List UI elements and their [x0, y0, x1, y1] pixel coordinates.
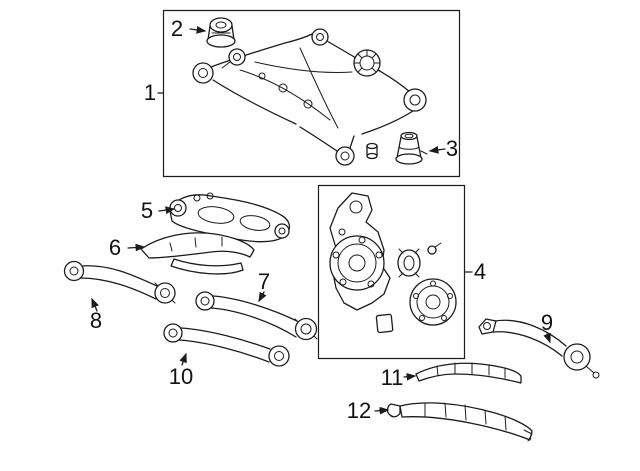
- part-1-box: [162, 9, 461, 178]
- callout-4[interactable]: 4: [473, 259, 487, 284]
- callout-12[interactable]: 12: [346, 398, 372, 423]
- callout-5[interactable]: 5: [140, 198, 154, 223]
- callout-11[interactable]: 11: [380, 365, 404, 390]
- callout-2[interactable]: 2: [170, 16, 184, 41]
- callout-9[interactable]: 9: [540, 310, 554, 335]
- part-10-link-drawing[interactable]: [163, 323, 290, 367]
- callout-8[interactable]: 8: [89, 308, 103, 333]
- part-11-cover-strip-drawing[interactable]: [415, 362, 522, 384]
- part-4-knuckle-drawing[interactable]: [329, 192, 457, 334]
- callout-3[interactable]: 3: [445, 136, 459, 161]
- part-12-cover-strip-drawing[interactable]: [386, 402, 533, 442]
- part-7-link-drawing[interactable]: [195, 291, 318, 341]
- part-6-cover-drawing[interactable]: [140, 232, 255, 275]
- callout-7[interactable]: 7: [257, 269, 271, 294]
- part-5-upper-arm-drawing[interactable]: [169, 192, 291, 243]
- part-1-subframe-drawing[interactable]: [192, 28, 427, 166]
- callout-1[interactable]: 1: [143, 80, 157, 105]
- callout-leader-lines: [91, 26, 551, 415]
- callout-6[interactable]: 6: [108, 235, 122, 260]
- part-8-link-drawing[interactable]: [63, 260, 176, 304]
- part-9-trailing-arm-drawing[interactable]: [478, 318, 600, 379]
- part-3-mount-drawing[interactable]: [366, 131, 428, 165]
- part-2-bushing-drawing[interactable]: [206, 17, 236, 48]
- callout-10[interactable]: 10: [168, 364, 194, 389]
